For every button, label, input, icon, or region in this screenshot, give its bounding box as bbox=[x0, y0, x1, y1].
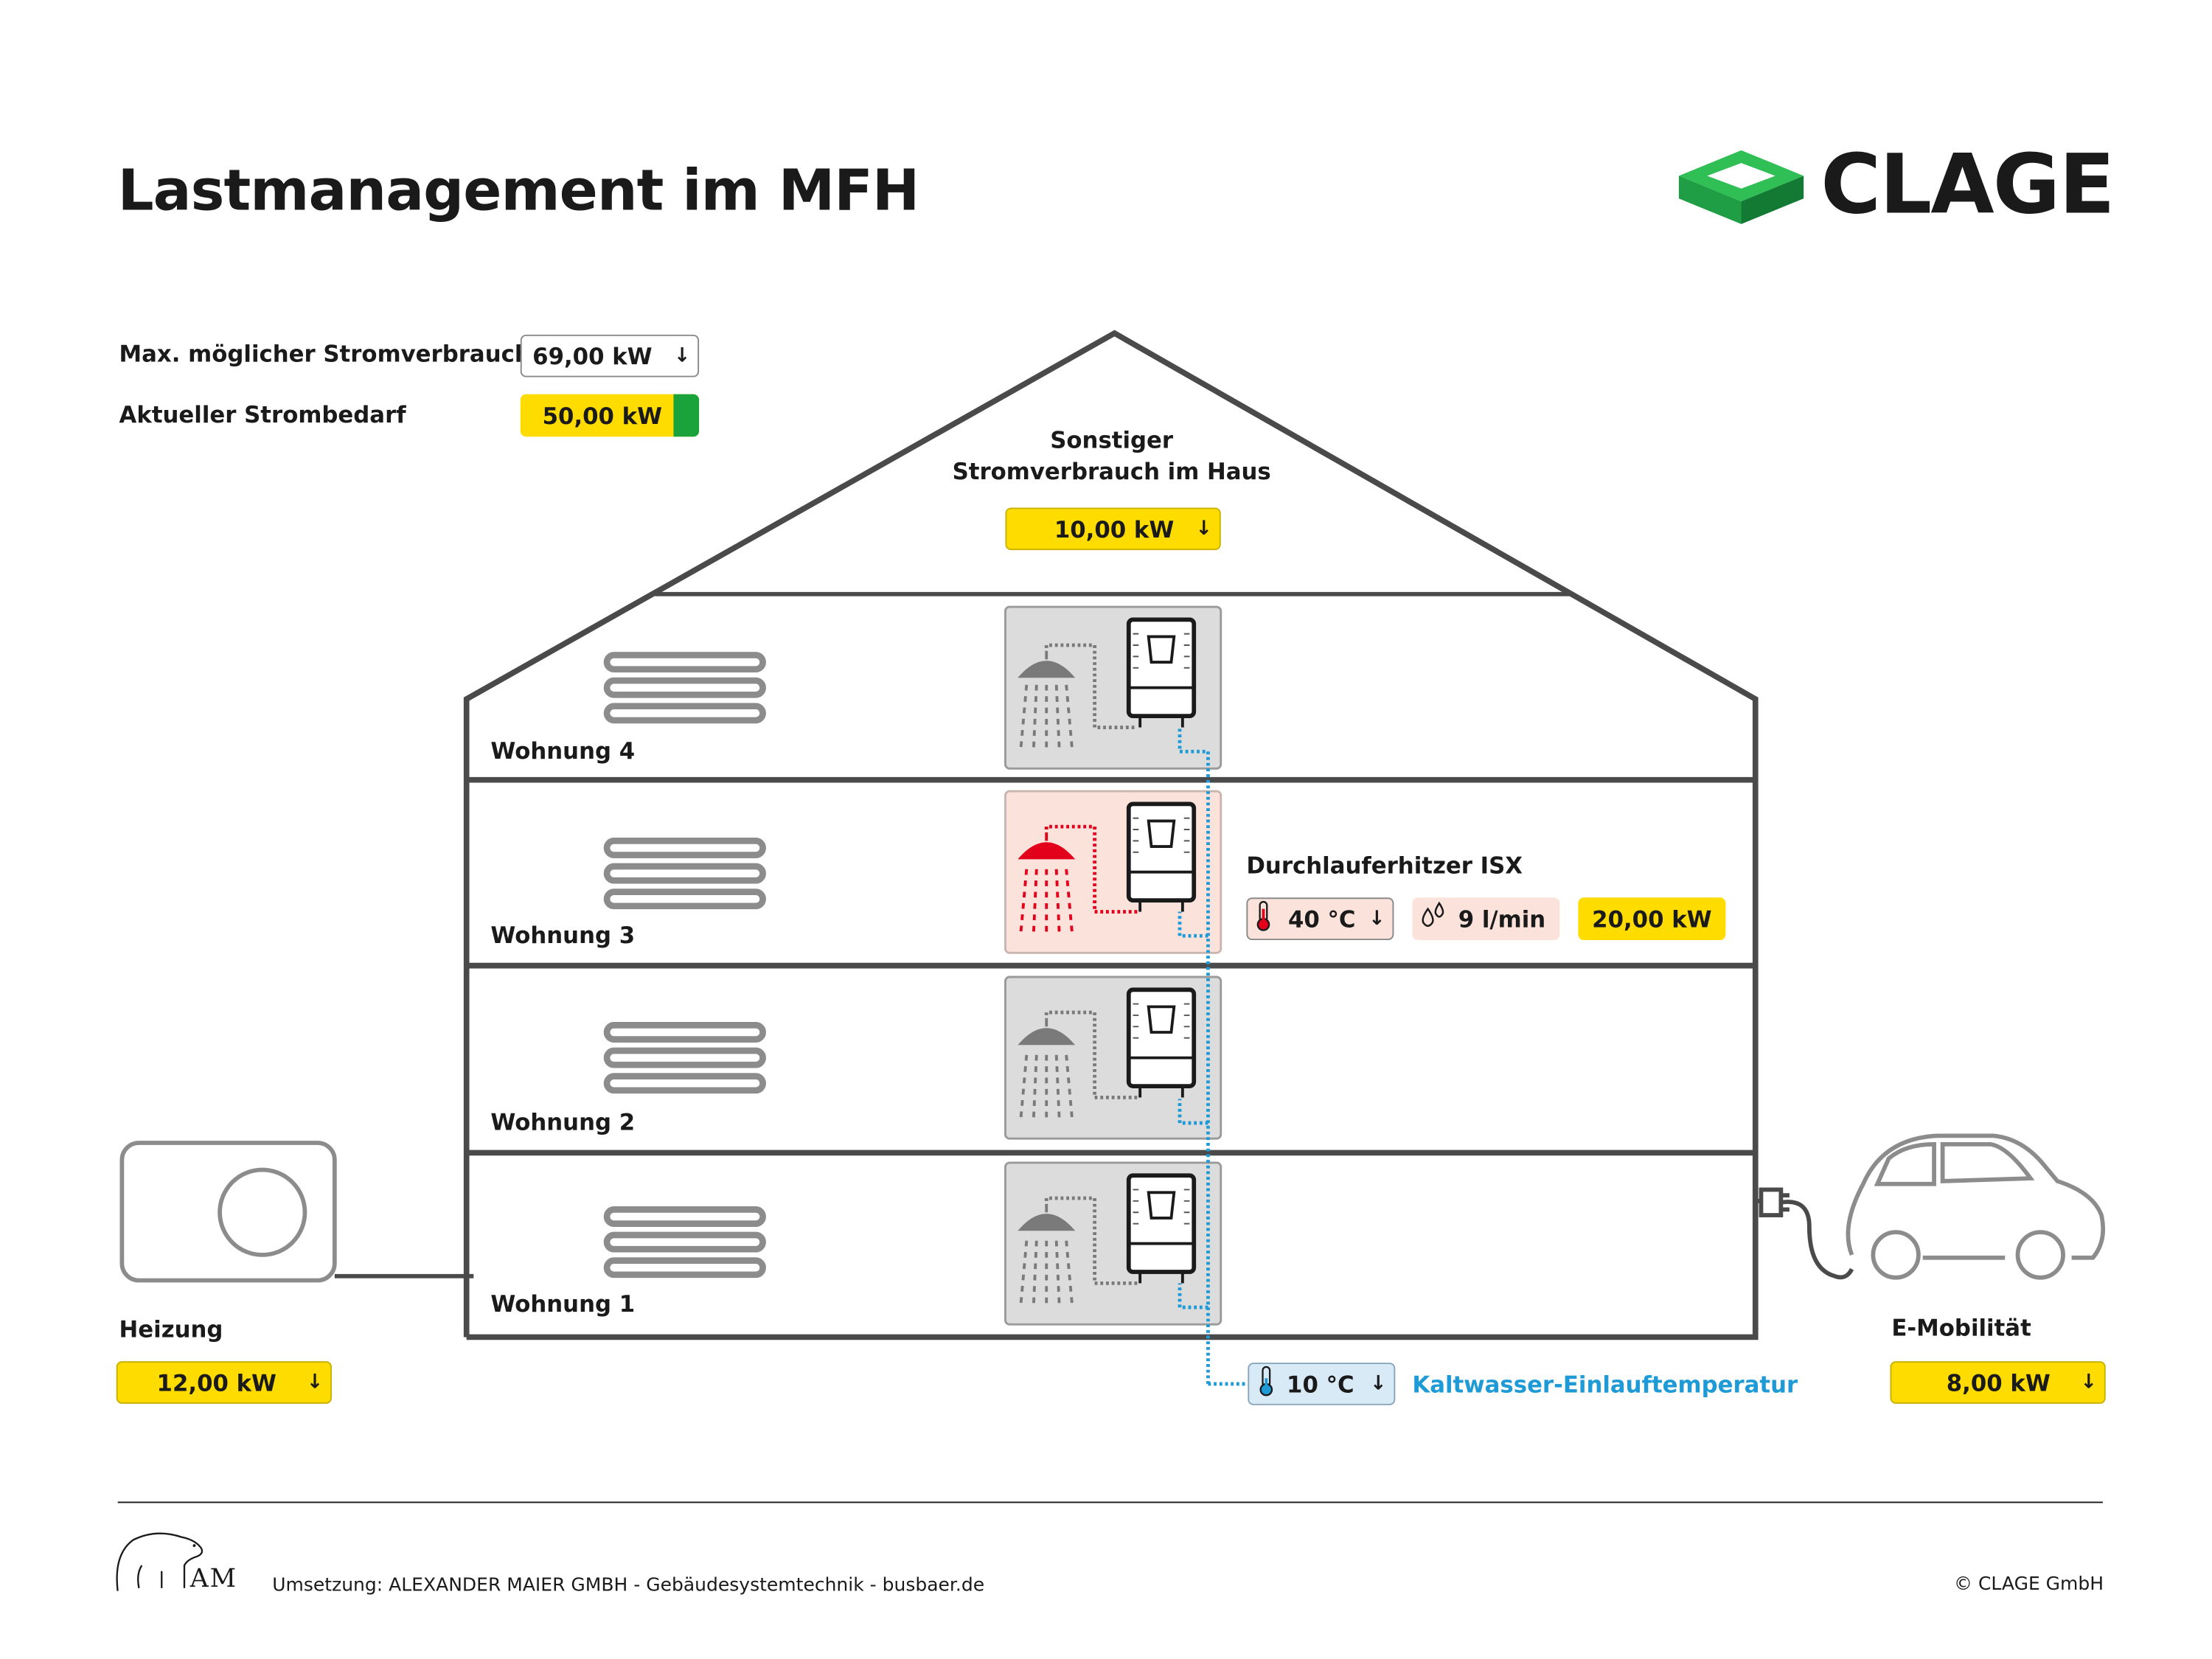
car-icon bbox=[1755, 1133, 2106, 1280]
page-title: Lastmanagement im MFH bbox=[117, 159, 920, 224]
heating-value: 12,00 kW bbox=[156, 1368, 276, 1397]
arrow-down-icon: ↓ bbox=[2080, 1371, 2097, 1394]
current-demand-label: Aktueller Strombedarf bbox=[119, 401, 406, 428]
shower-heater-panel-4[interactable] bbox=[1004, 605, 1222, 770]
bear-logo-icon bbox=[116, 1532, 204, 1591]
heating-field[interactable]: 12,00 kW ↓ bbox=[116, 1361, 332, 1404]
shower-icon bbox=[1018, 650, 1076, 748]
footer-credit: Umsetzung: ALEXANDER MAIER GMBH - Gebäud… bbox=[272, 1575, 985, 1597]
shower-heater-panel-1[interactable] bbox=[1004, 1161, 1222, 1326]
cold-water-label: Kaltwasser-Einlauftemperatur bbox=[1412, 1371, 1798, 1399]
emobility-label: E-Mobilität bbox=[1891, 1314, 2031, 1342]
thermometer-icon bbox=[1249, 1366, 1283, 1402]
emobility-value: 8,00 kW bbox=[1946, 1368, 2051, 1397]
shower-icon bbox=[1018, 832, 1076, 932]
other-consumption-label-1: Sonstiger bbox=[1050, 426, 1174, 454]
footer-divider bbox=[117, 1501, 2103, 1503]
am-logo-text: AM bbox=[189, 1564, 237, 1594]
current-demand-value: 50,00 kW bbox=[542, 402, 663, 429]
plug-icon bbox=[1755, 1187, 1854, 1280]
clage-logo-mark bbox=[1678, 150, 1804, 224]
arrow-down-icon: ↓ bbox=[673, 344, 691, 368]
apartment-label-2: Wohnung 2 bbox=[490, 1108, 636, 1136]
radiator-icon bbox=[603, 838, 766, 910]
shower-icon bbox=[1018, 1203, 1076, 1304]
clage-logo: CLAGE bbox=[1673, 136, 2115, 235]
heater-power-value: 20,00 kW bbox=[1592, 905, 1712, 933]
emobility-field[interactable]: 8,00 kW ↓ bbox=[1890, 1361, 2106, 1404]
radiator-icon bbox=[603, 652, 766, 724]
other-consumption-field[interactable]: 10,00 kW ↓ bbox=[1005, 507, 1221, 551]
other-consumption-value: 10,00 kW bbox=[1054, 515, 1175, 543]
footer-copyright: © CLAGE GmbH bbox=[1954, 1573, 2104, 1596]
water-heater-icon bbox=[1126, 987, 1197, 1098]
thermometer-icon bbox=[1248, 900, 1279, 937]
arrow-down-icon: ↓ bbox=[306, 1371, 324, 1394]
max-power-value: 69,00 kW bbox=[532, 342, 653, 369]
droplets-icon bbox=[1412, 900, 1455, 937]
shower-icon bbox=[1018, 1018, 1076, 1118]
radiator-icon bbox=[603, 1206, 766, 1279]
radiator-icon bbox=[603, 1022, 766, 1094]
heater-temperature-value: 40 °C bbox=[1287, 905, 1356, 933]
heater-power-field: 20,00 kW bbox=[1578, 897, 1726, 940]
cold-water-temperature-value: 10 °C bbox=[1287, 1370, 1354, 1398]
current-demand-field: 50,00 kW bbox=[520, 394, 700, 437]
heater-flow-field: 9 l/min bbox=[1412, 897, 1560, 940]
shower-heater-panel-2[interactable] bbox=[1004, 975, 1222, 1140]
arrow-down-icon: ↓ bbox=[1195, 517, 1212, 540]
heat-pump-icon bbox=[119, 1141, 474, 1283]
cold-water-temperature-field[interactable]: 10 °C ↓ bbox=[1248, 1363, 1396, 1405]
water-heater-icon bbox=[1126, 1173, 1197, 1284]
apartment-label-3: Wohnung 3 bbox=[490, 922, 636, 949]
water-heater-icon bbox=[1126, 617, 1197, 728]
apartment-label-4: Wohnung 4 bbox=[490, 737, 636, 765]
shower-heater-panel-3[interactable] bbox=[1004, 790, 1222, 954]
water-heater-icon bbox=[1126, 801, 1197, 912]
demand-status-bar bbox=[673, 394, 700, 437]
apartment-label-1: Wohnung 1 bbox=[490, 1290, 636, 1318]
heater-temperature-field[interactable]: 40 °C ↓ bbox=[1246, 897, 1394, 940]
arrow-down-icon: ↓ bbox=[1368, 907, 1385, 931]
max-power-label: Max. möglicher Stromverbrauch bbox=[119, 340, 531, 368]
max-power-field[interactable]: 69,00 kW ↓ bbox=[520, 334, 700, 378]
arrow-down-icon: ↓ bbox=[1369, 1372, 1387, 1396]
clage-logo-text: CLAGE bbox=[1820, 136, 2115, 233]
heater-flow-value: 9 l/min bbox=[1458, 905, 1546, 933]
heater-name: Durchlauferhitzer ISX bbox=[1246, 852, 1523, 880]
other-consumption-label-2: Stromverbrauch im Haus bbox=[952, 458, 1271, 485]
heating-label: Heizung bbox=[119, 1315, 223, 1343]
